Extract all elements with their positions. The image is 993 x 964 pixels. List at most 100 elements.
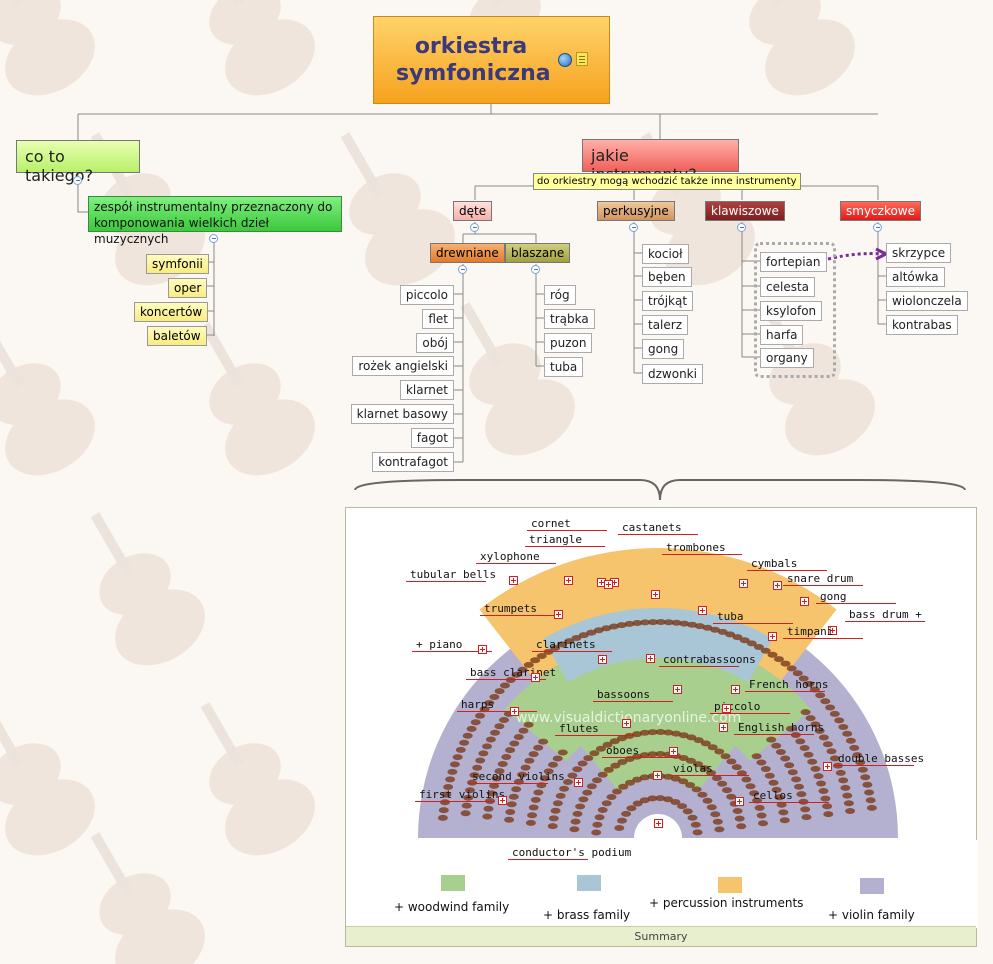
plus-icon[interactable] <box>731 685 740 694</box>
label-castanets[interactable]: castanets <box>622 521 682 534</box>
node-cat-klawiszowe[interactable]: klawiszowe <box>705 201 785 221</box>
node-instrument[interactable]: rożek angielski <box>352 356 454 376</box>
plus-icon[interactable] <box>574 778 583 787</box>
collapse-icon[interactable] <box>73 176 82 185</box>
collapse-icon[interactable] <box>629 223 638 232</box>
node-item[interactable]: koncertów <box>134 302 209 322</box>
collapse-icon[interactable] <box>209 234 218 243</box>
label-first-violins[interactable]: first violins <box>419 788 506 801</box>
plus-icon[interactable] <box>719 723 728 732</box>
collapse-icon[interactable] <box>458 265 467 274</box>
plus-icon[interactable] <box>698 606 707 615</box>
legend-label[interactable]: + brass family <box>543 908 631 922</box>
globe-icon[interactable] <box>558 53 572 67</box>
node-cat-smyczkowe[interactable]: smyczkowe <box>840 201 921 221</box>
plus-icon[interactable] <box>622 719 631 728</box>
plus-icon[interactable] <box>498 796 507 805</box>
node-sub-drewniane[interactable]: drewniane <box>430 243 505 263</box>
node-item[interactable]: symfonii <box>146 254 209 274</box>
plus-icon[interactable] <box>654 819 663 828</box>
node-instrument[interactable]: kontrabas <box>886 315 958 335</box>
node-definition[interactable]: zespół instrumentalny przeznaczony do ko… <box>88 196 342 246</box>
plus-icon[interactable] <box>739 579 748 588</box>
legend-label[interactable]: + woodwind family <box>394 900 510 914</box>
label-xylophone[interactable]: xylophone <box>480 550 540 563</box>
label-double-basses[interactable]: double basses <box>838 752 925 765</box>
node-instrument[interactable]: kocioł <box>642 244 689 264</box>
label-tubular-bells[interactable]: tubular bells <box>410 568 497 581</box>
label-bass-clarinet[interactable]: bass clarinet <box>470 666 557 679</box>
plus-icon[interactable] <box>653 771 662 780</box>
plus-icon[interactable] <box>564 576 573 585</box>
collapse-icon[interactable] <box>470 223 479 232</box>
node-instrument[interactable]: tuba <box>544 357 584 377</box>
plus-icon[interactable] <box>768 632 777 641</box>
plus-icon[interactable] <box>478 645 487 654</box>
label-contrabassoons[interactable]: contrabassoons <box>663 653 756 666</box>
label-piano[interactable]: + piano <box>416 638 463 651</box>
label-bassoons[interactable]: bassoons <box>597 688 650 701</box>
label-flutes[interactable]: flutes <box>559 722 599 735</box>
label-harps[interactable]: harps <box>461 698 495 711</box>
node-instrument[interactable]: fagot <box>410 428 454 448</box>
collapse-icon[interactable] <box>531 265 540 274</box>
label-piccolo[interactable]: piccolo <box>714 700 761 713</box>
label-cymbals[interactable]: cymbals <box>751 557 798 570</box>
plus-icon[interactable] <box>800 597 809 606</box>
node-instrument[interactable]: dzwonki <box>642 364 703 384</box>
node-instrument[interactable]: róg <box>544 285 576 305</box>
node-sub-blaszane[interactable]: blaszane <box>505 243 571 263</box>
label-oboes[interactable]: oboes <box>606 744 640 757</box>
label-tuba[interactable]: tuba <box>717 610 744 623</box>
plus-icon[interactable] <box>823 762 832 771</box>
node-item[interactable]: baletów <box>147 326 207 346</box>
callout-note[interactable]: do orkiestry mogą wchodzić także inne in… <box>533 173 801 190</box>
node-instrument[interactable]: kontrafagot <box>372 452 454 472</box>
node-item[interactable]: oper <box>168 278 208 298</box>
plus-icon[interactable] <box>669 747 678 756</box>
node-instrument[interactable]: gong <box>642 339 685 359</box>
node-cat-dete[interactable]: dęte <box>453 201 493 221</box>
node-instrument[interactable]: trąbka <box>544 309 595 329</box>
node-instrument[interactable]: celesta <box>760 277 816 297</box>
label-violas[interactable]: violas <box>673 762 713 775</box>
label-second-violins[interactable]: second violins <box>472 770 565 783</box>
collapse-icon[interactable] <box>873 223 882 232</box>
label-english-horns[interactable]: English horns <box>738 721 825 734</box>
plus-icon[interactable] <box>509 576 518 585</box>
node-instrument[interactable]: flet <box>422 309 454 329</box>
plus-icon[interactable] <box>722 704 731 713</box>
collapse-icon[interactable] <box>737 223 746 232</box>
node-instrument[interactable]: puzon <box>544 333 593 353</box>
node-cat-perkusyjne[interactable]: perkusyjne <box>597 201 675 221</box>
node-instrument[interactable]: obój <box>416 333 454 353</box>
label-triangle[interactable]: triangle <box>529 533 582 546</box>
legend-label[interactable]: + percussion instruments <box>649 896 804 910</box>
node-instrument[interactable]: talerz <box>642 315 689 335</box>
node-instrument[interactable]: organy <box>760 348 814 368</box>
node-instrument[interactable]: altówka <box>886 267 945 287</box>
plus-icon[interactable] <box>531 673 540 682</box>
label-bass-drum[interactable]: bass drum + <box>849 608 922 621</box>
label-timpani[interactable]: timpani <box>787 625 834 638</box>
plus-icon[interactable] <box>646 654 655 663</box>
note-icon[interactable] <box>576 52 588 66</box>
node-instrument[interactable]: klarnet <box>399 380 454 400</box>
label-cellos[interactable]: cellos <box>753 789 793 802</box>
plus-icon[interactable] <box>673 685 682 694</box>
node-what-is-it[interactable]: co to takiego? <box>16 140 140 185</box>
plus-icon[interactable] <box>604 580 613 589</box>
label-gong[interactable]: gong <box>820 590 847 603</box>
label-cornet[interactable]: cornet <box>531 517 571 530</box>
label-clarinets[interactable]: clarinets <box>536 638 596 651</box>
label-french-horns[interactable]: French horns <box>749 678 829 691</box>
plus-icon[interactable] <box>828 626 837 635</box>
plus-icon[interactable] <box>773 581 782 590</box>
plus-icon[interactable] <box>554 610 563 619</box>
node-instrument[interactable]: piccolo <box>399 285 454 305</box>
label-trombones[interactable]: trombones <box>666 541 726 554</box>
plus-icon[interactable] <box>510 707 519 716</box>
node-instrument[interactable]: harfa <box>760 325 804 345</box>
summary-bar[interactable]: Summary <box>346 926 976 946</box>
node-instrument[interactable]: klarnet basowy <box>350 404 454 424</box>
